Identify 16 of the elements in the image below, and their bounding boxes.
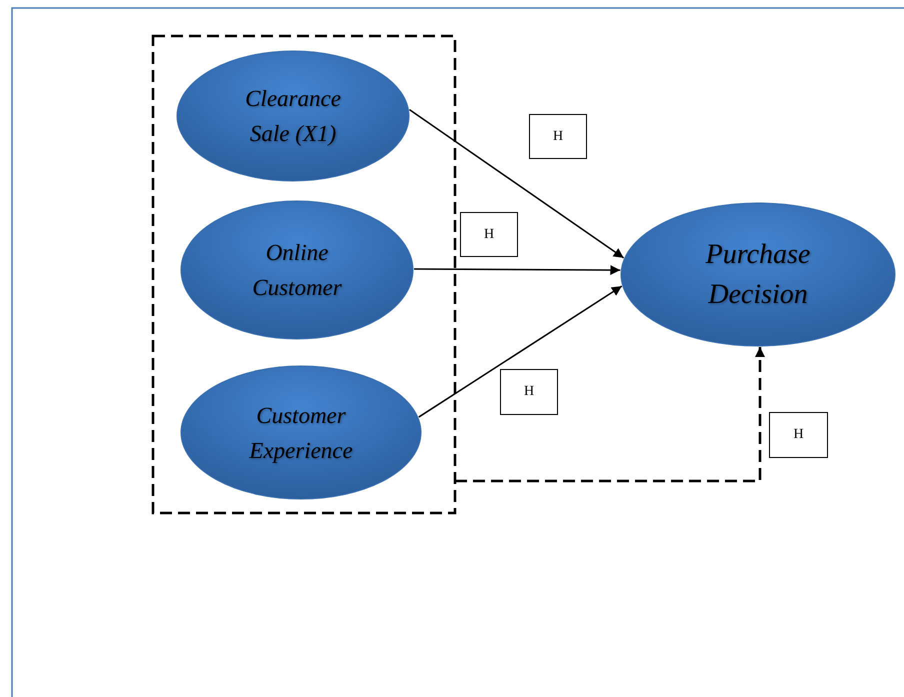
construct-label: Customer Experience [248,402,354,465]
construct-label: Purchase Decision [704,238,812,312]
arrow [418,286,622,418]
hypothesis-label: H [793,427,804,443]
hypothesis-label: H [524,384,534,400]
arrow [455,347,765,482]
hypothesis-label: H [552,128,564,144]
hypothesis-label: H [484,226,494,242]
hypothesis-box [500,369,558,415]
hypothesis-box [769,412,828,458]
arrow [409,109,624,259]
hypothesis-box [529,114,587,159]
construct-label: Clearance Sale (X1) [244,85,342,148]
hypothesis-box [460,212,518,257]
construct-label: Online Customer [251,239,343,302]
arrow [414,265,620,276]
